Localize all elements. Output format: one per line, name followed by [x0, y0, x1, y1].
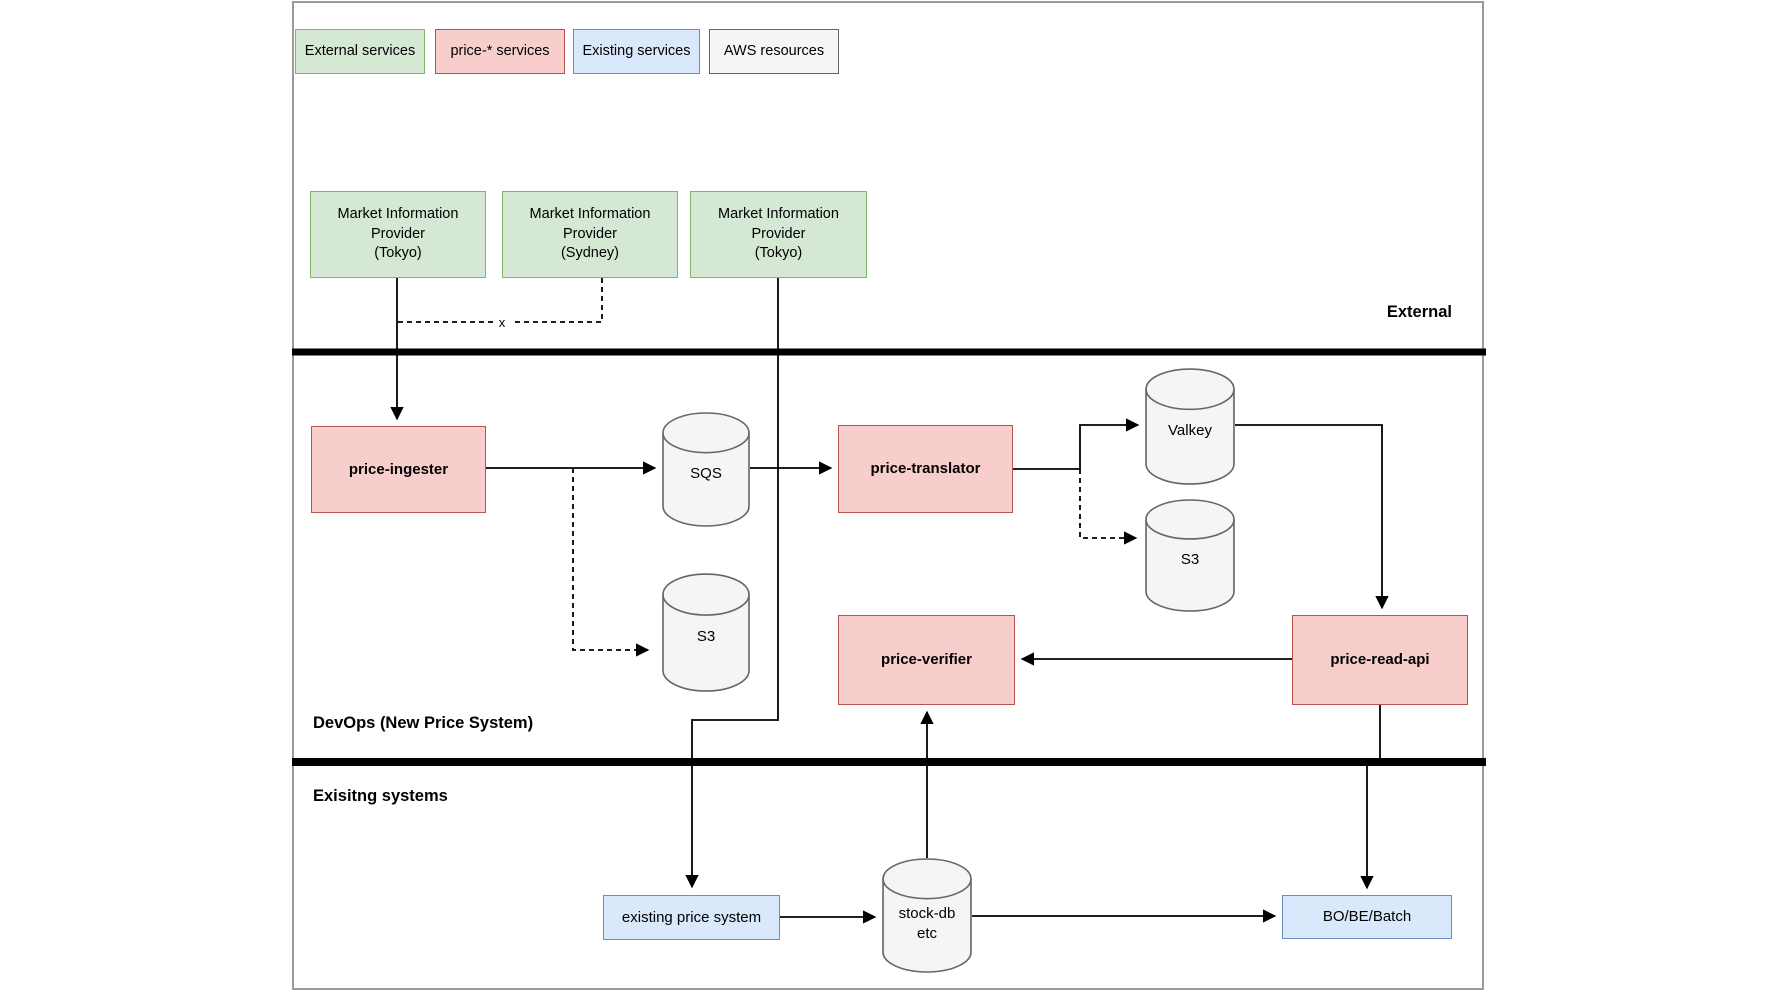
- node-label: existing price system: [621, 908, 762, 926]
- node-s3-ingest-cylinder: S3: [662, 573, 750, 692]
- node-label: S3: [1180, 550, 1200, 568]
- edge-price-read-api-to-bo-be-batch: [1360, 705, 1381, 890]
- node-bo-be-batch: BO/BE/Batch: [1282, 895, 1452, 939]
- zone-label-devops: DevOps (New Price System): [313, 714, 534, 732]
- node-s3-translated-cylinder: S3: [1145, 499, 1235, 612]
- legend-aws-resources: AWS resources: [709, 29, 839, 74]
- legend-existing-services: Existing services: [573, 29, 700, 74]
- node-label: S3: [696, 627, 716, 645]
- edge-mip-sydney-cancelled: [397, 278, 603, 323]
- cylinder-icon: [1145, 499, 1235, 612]
- legend-external-services: External services: [295, 29, 425, 74]
- node-label: Provider: [751, 225, 806, 242]
- edge-valkey-to-price-read-api: [1235, 424, 1389, 610]
- node-label: (Sydney): [560, 245, 619, 262]
- node-label: Provider: [370, 225, 425, 242]
- edge-cancel-label: x: [499, 315, 506, 330]
- edge-price-translator-to-s3-dashed: [1079, 469, 1138, 545]
- node-existing-price-system: existing price system: [603, 895, 780, 940]
- node-label: price-verifier: [881, 651, 972, 669]
- node-label: (Tokyo): [754, 245, 803, 262]
- cylinder-icon: [882, 858, 972, 973]
- node-label: Market Information: [529, 206, 651, 223]
- node-label: BO/BE/Batch: [1322, 908, 1412, 926]
- edge-cancel-label-bg: [494, 314, 511, 330]
- zone-label-existing-systems: Exisitng systems: [313, 787, 448, 805]
- node-market-info-provider-sydney: Market Information Provider (Sydney): [502, 191, 678, 278]
- node-price-read-api: price-read-api: [1292, 615, 1468, 705]
- node-label: price-read-api: [1330, 651, 1430, 669]
- node-price-ingester: price-ingester: [311, 426, 486, 513]
- node-label: Market Information: [337, 206, 459, 223]
- node-market-info-provider-tokyo-1: Market Information Provider (Tokyo): [310, 191, 486, 278]
- node-label: SQS: [690, 464, 722, 482]
- node-label-line: stock-db: [898, 904, 956, 922]
- node-price-verifier: price-verifier: [838, 615, 1015, 705]
- legend-aws-resources-label: AWS resources: [723, 42, 825, 59]
- node-stock-db-cylinder: stock-db etc: [882, 858, 972, 973]
- legend-price-services-label: price-* services: [450, 42, 550, 59]
- node-label-line: etc: [916, 924, 937, 942]
- node-market-info-provider-tokyo-2: Market Information Provider (Tokyo): [690, 191, 867, 278]
- legend-external-services-label: External services: [304, 42, 416, 59]
- legend-price-services: price-* services: [435, 29, 565, 74]
- node-price-translator: price-translator: [838, 425, 1013, 513]
- cylinder-icon: [1145, 368, 1235, 485]
- legend-existing-services-label: Existing services: [582, 42, 691, 59]
- node-label: Valkey: [1168, 421, 1212, 439]
- node-label: price-translator: [870, 460, 981, 478]
- node-label: Provider: [562, 225, 617, 242]
- cylinder-icon: [662, 573, 750, 692]
- node-label: stock-db etc: [882, 904, 972, 944]
- edge-price-translator-to-valkey: [1013, 418, 1140, 470]
- node-label: (Tokyo): [374, 245, 422, 262]
- node-valkey-cylinder: Valkey: [1145, 368, 1235, 485]
- node-sqs-cylinder: SQS: [662, 412, 750, 527]
- zone-label-external: External: [1386, 303, 1452, 321]
- edge-mip-tokyo2-to-existing-price-system: [685, 278, 779, 889]
- cylinder-icon: [662, 412, 750, 527]
- node-label: price-ingester: [348, 460, 449, 478]
- edge-price-ingester-to-s3-dashed: [572, 468, 650, 657]
- node-label: Market Information: [718, 206, 839, 223]
